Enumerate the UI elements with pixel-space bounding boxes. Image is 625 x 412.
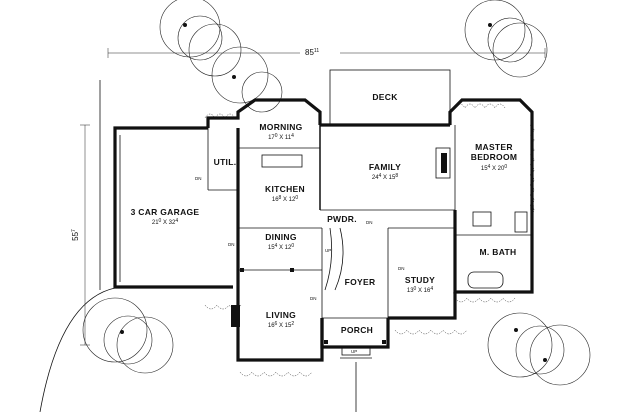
interior-walls xyxy=(207,125,532,412)
svg-text:154 X 200: 154 X 200 xyxy=(481,164,508,172)
tree-top-left xyxy=(159,0,242,77)
tree-bottom-left xyxy=(82,297,174,374)
stair-label-dn-study: DN xyxy=(398,266,405,271)
stair-label-dn-foyer: DN xyxy=(310,296,317,301)
room-study: STUDY 130 X 164 xyxy=(405,275,435,294)
room-foyer: FOYER xyxy=(345,277,376,287)
stair-label-dn-pwdr: DN xyxy=(366,220,373,225)
svg-text:KITCHEN: KITCHEN xyxy=(265,184,305,194)
svg-text:244 X 158: 244 X 158 xyxy=(372,173,399,181)
room-master-bath: M. BATH xyxy=(480,247,517,257)
svg-text:557: 557 xyxy=(71,229,80,241)
stair-label-dn-util: DN xyxy=(195,176,202,181)
room-family: FAMILY 244 X 158 xyxy=(369,162,401,181)
room-garage: 3 CAR GARAGE 210 X 324 xyxy=(131,207,200,226)
svg-text:3 CAR GARAGE: 3 CAR GARAGE xyxy=(131,207,200,217)
stair-label-up-porch: UP xyxy=(351,349,357,354)
depth-dimension: 557 xyxy=(71,124,90,346)
svg-text:STUDY: STUDY xyxy=(405,275,435,285)
svg-text:210 X 324: 210 X 324 xyxy=(152,218,179,226)
room-powder: PWDR. xyxy=(327,214,357,224)
width-dimension: 8511 xyxy=(107,44,546,58)
driveway-arc xyxy=(39,287,116,412)
svg-text:BEDROOM: BEDROOM xyxy=(471,152,518,162)
stair-label-dn-kitchen: DN xyxy=(228,242,235,247)
room-master-bedroom: MASTER BEDROOM 154 X 200 xyxy=(471,142,518,172)
room-porch: PORCH xyxy=(341,325,373,335)
svg-text:154 X 120: 154 X 120 xyxy=(268,243,295,251)
room-morning: MORNING 170 X 114 xyxy=(259,122,302,141)
svg-text:168 X 120: 168 X 120 xyxy=(272,195,299,203)
svg-text:MORNING: MORNING xyxy=(259,122,302,132)
svg-text:8511: 8511 xyxy=(305,48,319,57)
tree-bottom-right xyxy=(487,312,591,386)
stair-label-up-foyer: UP xyxy=(325,248,331,253)
svg-text:MASTER: MASTER xyxy=(475,142,513,152)
svg-text:LIVING: LIVING xyxy=(266,310,296,320)
room-living: LIVING 166 X 152 xyxy=(266,310,296,329)
svg-text:166 X 152: 166 X 152 xyxy=(268,321,295,329)
room-kitchen: KITCHEN 168 X 120 xyxy=(265,184,305,203)
svg-text:DINING: DINING xyxy=(265,232,297,242)
room-util: UTIL. xyxy=(214,157,237,167)
svg-text:FAMILY: FAMILY xyxy=(369,162,401,172)
room-deck: DECK xyxy=(372,92,398,102)
tree-top-right xyxy=(464,0,548,78)
room-dining: DINING 154 X 120 xyxy=(265,232,297,251)
shrubs xyxy=(204,103,535,377)
porch-columns xyxy=(240,268,386,344)
svg-text:170 X 114: 170 X 114 xyxy=(268,133,294,141)
svg-text:130 X 164: 130 X 164 xyxy=(407,286,434,294)
tree-top-mid xyxy=(211,46,283,113)
